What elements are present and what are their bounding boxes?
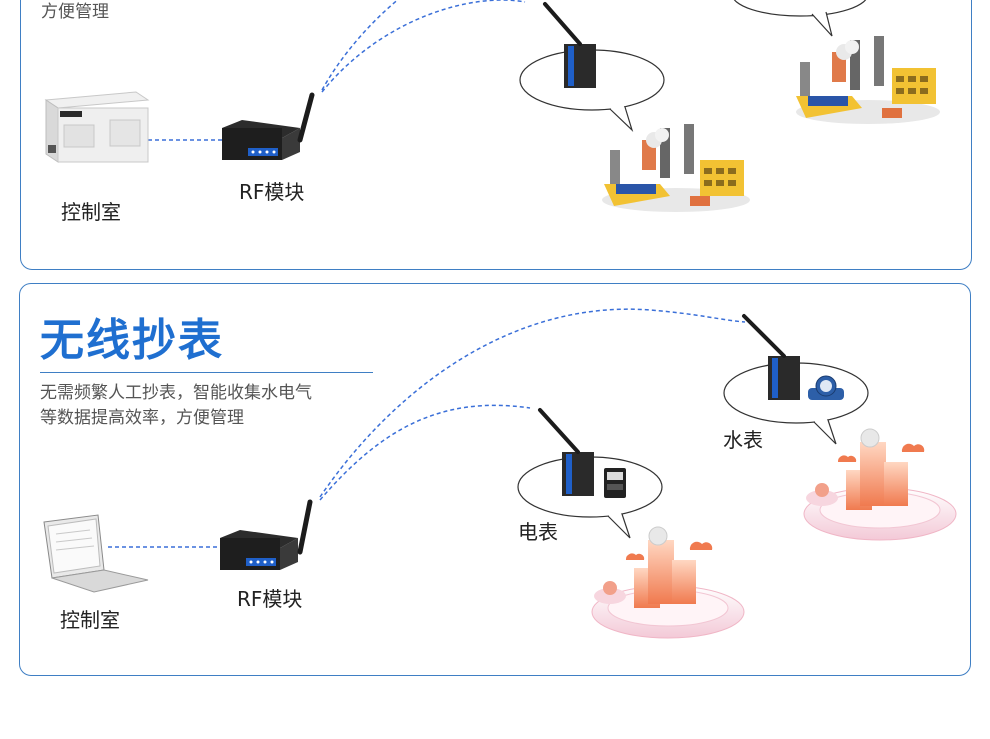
- top-subtitle-tail: 方便管理: [41, 2, 109, 22]
- section-title: 无线抄表: [40, 315, 224, 366]
- plc-device: [44, 91, 150, 163]
- terminal-device-water: [742, 314, 800, 400]
- top-panel: [20, 0, 972, 270]
- city-illustration-2: [803, 428, 957, 541]
- water-meter-label: 水表: [723, 428, 763, 452]
- wireless-link-to-electric: [319, 404, 531, 501]
- rf-module-device-top: [222, 92, 315, 160]
- rf-module-device-bottom: [220, 499, 313, 570]
- top-rf-module-label: RF模块: [239, 180, 305, 204]
- section-desc-line1: 无需频繁人工抄表，智能收集水电气: [40, 383, 312, 403]
- top-control-room-label: 控制室: [61, 200, 121, 224]
- electric-meter-label: 电表: [518, 520, 558, 544]
- terminal-device-top: [543, 2, 596, 88]
- title-underline: [40, 372, 373, 373]
- section-desc-line2: 等数据提高效率，方便管理: [40, 408, 244, 428]
- speech-bubble-top-2: [733, 0, 867, 37]
- city-illustration-1: [591, 526, 745, 639]
- terminal-device-electric: [538, 408, 594, 496]
- wireless-link-top-2: [321, 0, 526, 93]
- factory-illustration-1: [602, 124, 750, 212]
- bottom-control-room-label: 控制室: [60, 608, 120, 632]
- wireless-link-top-1: [321, 0, 399, 91]
- laptop-device: [43, 514, 149, 593]
- electric-meter-icon: [604, 468, 626, 498]
- bottom-panel: [19, 283, 971, 676]
- wireless-link-to-water: [319, 308, 746, 498]
- water-meter-icon: [808, 375, 844, 400]
- factory-illustration-2: [796, 36, 940, 124]
- bottom-rf-module-label: RF模块: [237, 587, 303, 611]
